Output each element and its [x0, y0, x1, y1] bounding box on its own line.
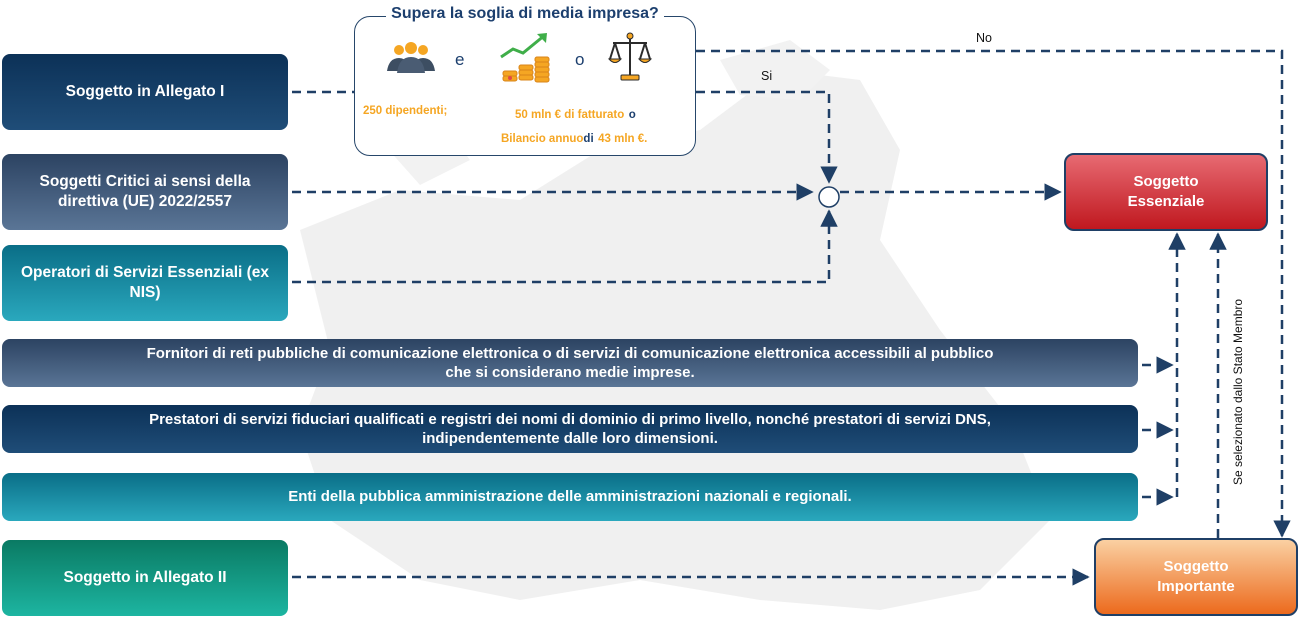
annex2-box: Soggetto in Allegato II: [2, 540, 288, 616]
trust-services-label: Prestatori di servizi fiduciari qualific…: [149, 410, 991, 448]
balance-scale-icon: [607, 32, 653, 81]
no-label: No: [976, 31, 992, 45]
critical-entities-label: Soggetti Critici ai sensi della direttiv…: [39, 172, 251, 210]
annex1-label: Soggetto in Allegato I: [65, 82, 225, 100]
oes-label: Operatori di Servizi Essenziali (ex NIS): [20, 263, 270, 301]
telecom-box: Fornitori di reti pubbliche di comunicaz…: [2, 339, 1138, 387]
balance-text-2: di: [583, 133, 594, 145]
trust-services-box: Prestatori di servizi fiduciari qualific…: [2, 405, 1138, 453]
balance-threshold: 43 mln €.: [598, 133, 648, 145]
connector-threshold-no: [696, 49, 1291, 538]
employees-threshold: 250 dipendenti;: [363, 105, 448, 117]
threshold-title: Supera la soglia di media impresa?: [355, 5, 695, 23]
public-admin-label: Enti della pubblica amministrazione dell…: [288, 488, 852, 506]
public-admin-box: Enti della pubblica amministrazione dell…: [2, 473, 1138, 521]
connector-oes: [292, 209, 838, 284]
turnover-line: 50 mln € di fatturato o: [515, 105, 636, 123]
yes-label: Si: [761, 69, 773, 83]
annex2-label: Soggetto in Allegato II: [63, 568, 227, 586]
junction-node: [818, 186, 840, 208]
essential-entity-label: Soggetto Essenziale: [1127, 172, 1205, 210]
balance-line: Bilancio annuodi 43 mln €.: [501, 129, 647, 147]
people-group-icon: [387, 42, 435, 73]
important-entity-label: Soggetto Importante: [1157, 557, 1235, 595]
telecom-label: Fornitori di reti pubbliche di comunicaz…: [146, 344, 994, 382]
oes-box: Operatori di Servizi Essenziali (ex NIS): [2, 245, 288, 321]
turnover-threshold: 50 mln € di fatturato: [515, 109, 625, 121]
coins-growth-icon: [500, 33, 550, 83]
threshold-question-box: Supera la soglia di media impresa? e o: [354, 5, 696, 156]
essential-entity-box: Soggetto Essenziale: [1064, 153, 1268, 231]
connector-threshold-yes: [696, 90, 838, 184]
or-operator-2: o: [628, 109, 636, 121]
or-operator: o: [575, 50, 585, 69]
balance-text-1: Bilancio annuo: [501, 133, 584, 145]
important-entity-box: Soggetto Importante: [1094, 538, 1298, 616]
critical-entities-box: Soggetti Critici ai sensi della direttiv…: [2, 154, 288, 230]
and-operator: e: [455, 50, 465, 69]
annex1-box: Soggetto in Allegato I: [2, 54, 288, 130]
